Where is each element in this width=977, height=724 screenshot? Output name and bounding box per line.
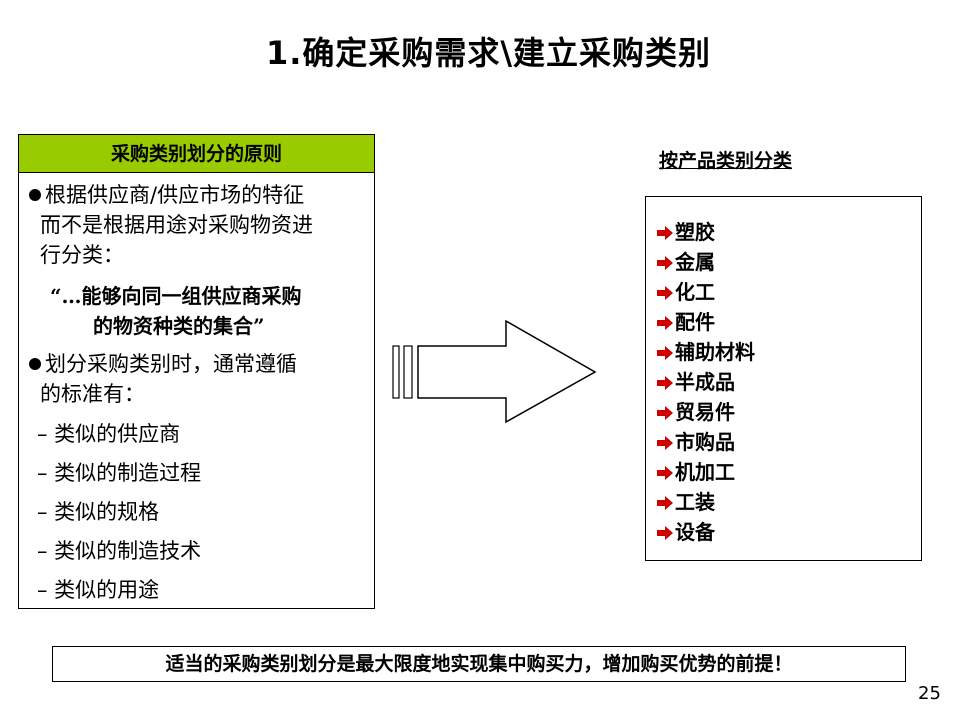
principle-1-line-3: 行分类： — [40, 243, 124, 267]
definition-quote-line-2: 的物资种类的集合” — [93, 314, 265, 338]
red-arrow-icon — [657, 226, 673, 240]
definition-quote-line-1: “…能够向同一组供应商采购 — [50, 284, 302, 308]
red-arrow-icon — [657, 256, 673, 270]
red-arrow-icon — [657, 286, 673, 300]
bullet-icon — [29, 358, 41, 370]
criterion-item: – 类似的供应商 — [37, 422, 181, 446]
category-item: 工装 — [656, 486, 715, 515]
category-item: 辅助材料 — [656, 336, 755, 365]
category-item: 市购品 — [656, 426, 735, 455]
red-arrow-icon — [657, 316, 673, 330]
principle-1-line-2: 而不是根据用途对采购物资进 — [40, 213, 313, 237]
criterion-item: – 类似的制造过程 — [37, 461, 202, 485]
category-item: 塑胶 — [656, 216, 715, 245]
principle-2-line-2: 的标准有： — [40, 382, 145, 406]
principle-2-line-1: 划分采购类别时，通常遵循 — [29, 348, 297, 378]
red-arrow-icon — [657, 406, 673, 420]
red-arrow-icon — [657, 346, 673, 360]
category-item: 化工 — [656, 276, 715, 305]
principles-panel: 采购类别划分的原则 根据供应商/供应市场的特征 而不是根据用途对采购物资进 行分… — [18, 134, 375, 609]
red-arrow-icon — [657, 376, 673, 390]
category-list-panel: 塑胶 金属 化工 配件 辅助材料 半成品 贸易件 市购品 机加工 工装 设备 — [645, 196, 922, 561]
category-item: 配件 — [656, 306, 715, 335]
criterion-item: – 类似的用途 — [37, 578, 160, 602]
red-arrow-icon — [657, 436, 673, 450]
page-number: 25 — [918, 683, 941, 704]
red-arrow-icon — [657, 496, 673, 510]
criterion-item: – 类似的规格 — [37, 500, 160, 524]
category-item: 金属 — [656, 246, 715, 275]
criterion-item: – 类似的制造技术 — [37, 539, 202, 563]
category-item: 设备 — [656, 516, 715, 545]
bullet-icon — [29, 189, 41, 201]
principles-header: 采购类别划分的原则 — [19, 135, 374, 173]
conclusion-note: 适当的采购类别划分是最大限度地实现集中购买力，增加购买优势的前提！ — [52, 646, 906, 682]
page-title: 1.确定采购需求\建立采购类别 — [265, 34, 712, 72]
category-item: 半成品 — [656, 366, 735, 395]
principle-1-line-1: 根据供应商/供应市场的特征 — [29, 179, 304, 209]
category-item: 机加工 — [656, 456, 735, 485]
category-item: 贸易件 — [656, 396, 735, 425]
big-right-arrow-icon — [392, 319, 597, 424]
red-arrow-icon — [657, 526, 673, 540]
category-heading: 按产品类别分类 — [659, 150, 793, 172]
red-arrow-icon — [657, 466, 673, 480]
